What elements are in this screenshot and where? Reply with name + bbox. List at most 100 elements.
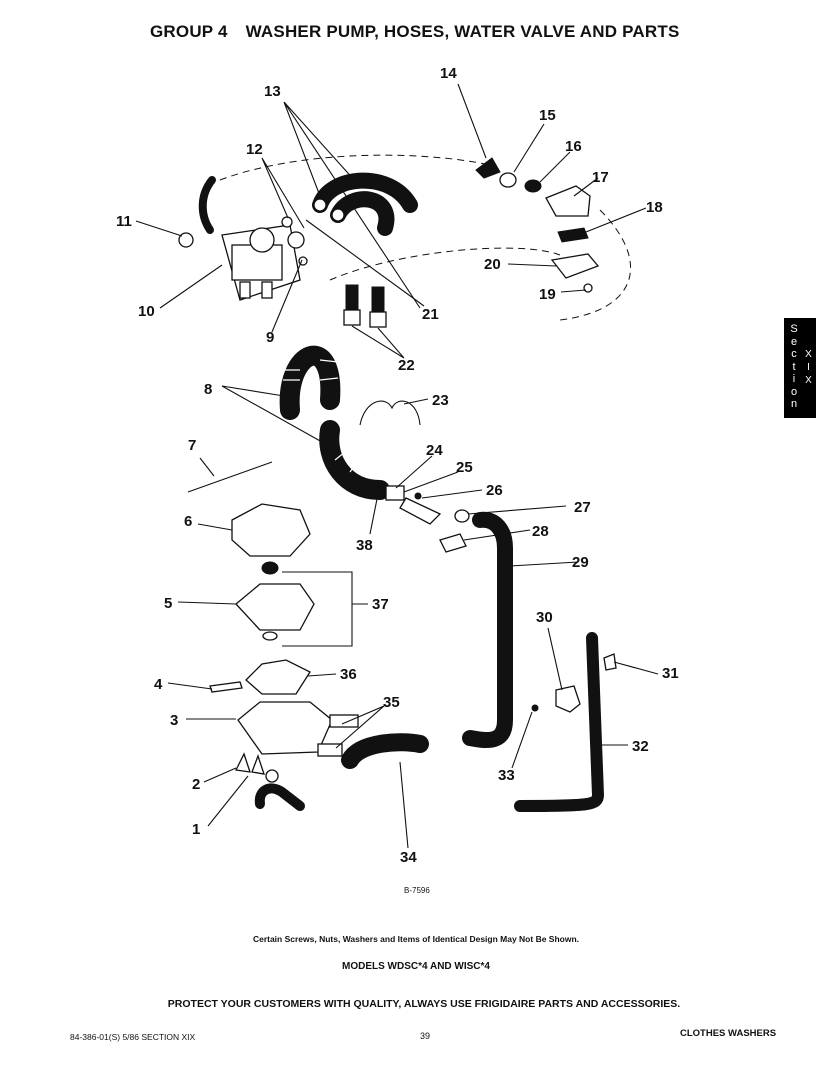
disclaimer-note: Certain Screws, Nuts, Washers and Items …: [252, 934, 580, 944]
callout-31: 31: [662, 665, 679, 682]
callout-11: 11: [116, 213, 132, 230]
pump-outlet: [317, 743, 343, 757]
footer-product: CLOTHES WASHERS: [680, 1028, 777, 1039]
section-tab: S e c t i o n X I X: [784, 318, 816, 418]
callout-17: 17: [592, 169, 609, 186]
filter-screens: [343, 284, 387, 328]
callout-14: 14: [440, 65, 457, 82]
section-letter: o: [790, 385, 798, 398]
leader-lines: [135, 83, 659, 849]
section-letter: n: [790, 398, 798, 410]
callout-34: 34: [400, 849, 417, 866]
nozzle-grommet: [524, 179, 542, 193]
callout-24: 24: [426, 442, 443, 459]
roman-letter: X: [805, 349, 812, 360]
callout-25: 25: [456, 459, 473, 476]
callout-33: 33: [498, 767, 515, 784]
pump-cover: [231, 503, 311, 557]
clamp-screw: [531, 704, 539, 712]
callout-36: 36: [340, 666, 357, 683]
callout-18: 18: [646, 199, 663, 216]
protect-banner: PROTECT YOUR CUSTOMERS WITH QUALITY, ALW…: [167, 998, 681, 1010]
valve-screen-part: [178, 232, 194, 248]
callout-28: 28: [532, 523, 549, 540]
pump-bracket-line: [187, 461, 273, 493]
coupling-tube: [399, 497, 442, 525]
callout-13: 13: [264, 83, 281, 100]
section-letter: i: [792, 373, 796, 385]
coupling-clamp-lower: [439, 533, 467, 553]
callout-16: 16: [565, 138, 582, 155]
callout-5: 5: [164, 595, 172, 612]
callout-22: 22: [398, 357, 415, 374]
valve-inlet-hose: [198, 176, 216, 234]
pump-screw: [235, 752, 251, 773]
callout-10: 10: [138, 303, 155, 320]
water-valve-assembly: [221, 224, 305, 301]
pump-seal: [261, 561, 279, 575]
footer-page-number: 39: [420, 1031, 431, 1041]
nozzle-bracket: [550, 253, 600, 279]
standpipe: [514, 632, 605, 812]
pump-clamp: [265, 769, 279, 783]
pump-impeller: [245, 659, 311, 695]
callout-19: 19: [539, 286, 556, 303]
callout-20: 20: [484, 256, 501, 273]
assembly-dashed-line: [219, 154, 491, 181]
callout-6: 6: [184, 513, 192, 530]
section-letter: t: [792, 360, 796, 373]
group-title: WASHER PUMP, HOSES, WATER VALVE AND PART…: [245, 22, 680, 41]
pump-screw: [209, 681, 243, 693]
assembly-dashed-line: [329, 247, 561, 281]
pump-screw: [251, 754, 265, 775]
callout-21: 21: [422, 306, 439, 323]
fill-nozzle: [545, 185, 591, 217]
callout-7: 7: [188, 437, 196, 454]
pump-inlet-hose: [254, 783, 305, 811]
callout-38: 38: [356, 537, 373, 554]
callout-numbers: 1 2 3 4 5 6 7 8 9 10 11 12 13 14 15 16 1…: [116, 65, 679, 866]
section-tab-roman: X I X: [804, 348, 813, 387]
callout-26: 26: [486, 482, 503, 499]
callout-32: 32: [632, 738, 649, 755]
section-letter: e: [790, 335, 798, 348]
callout-27: 27: [574, 499, 591, 516]
callout-9: 9: [266, 329, 274, 346]
assembly-dashed-line: [559, 209, 632, 321]
pump-gasket: [235, 583, 315, 631]
hose-coupling: [385, 485, 405, 501]
coupling-clamp: [454, 509, 470, 523]
section-tab-word: S e c t i o n: [789, 323, 799, 411]
hose-clamp: [499, 172, 517, 188]
callout-1: 1: [192, 821, 200, 838]
callout-2: 2: [192, 776, 200, 793]
lower-drain-hose: [341, 733, 429, 769]
pump-outlet: [329, 714, 359, 728]
callout-4: 4: [154, 676, 163, 693]
callout-37: 37: [372, 596, 389, 613]
roman-letter: I: [807, 362, 810, 373]
bracket-screw: [583, 283, 593, 293]
callout-30: 30: [536, 609, 553, 626]
callout-35: 35: [383, 694, 400, 711]
footer-doc-number: 84-386-01(S) 5/86 SECTION XIX: [70, 1032, 196, 1042]
standpipe-clip: [603, 653, 617, 671]
pump-washer: [262, 631, 278, 641]
roman-letter: X: [805, 375, 812, 386]
models-line: MODELS WDSC*4 AND WISC*4: [342, 961, 490, 972]
nozzle-clip: [475, 157, 501, 179]
inlet-hoses: [312, 172, 418, 236]
valve-washer: [281, 216, 293, 228]
standpipe-clamp: [555, 685, 581, 713]
callout-23: 23: [432, 392, 449, 409]
callout-3: 3: [170, 712, 178, 729]
nozzle-seal: [557, 227, 589, 243]
coupling-screw: [414, 492, 422, 500]
callout-29: 29: [572, 554, 589, 571]
drawing-reference: B-7596: [404, 886, 430, 895]
callout-8: 8: [204, 381, 212, 398]
section-letter: c: [791, 348, 797, 360]
section-letter: S: [790, 323, 798, 335]
